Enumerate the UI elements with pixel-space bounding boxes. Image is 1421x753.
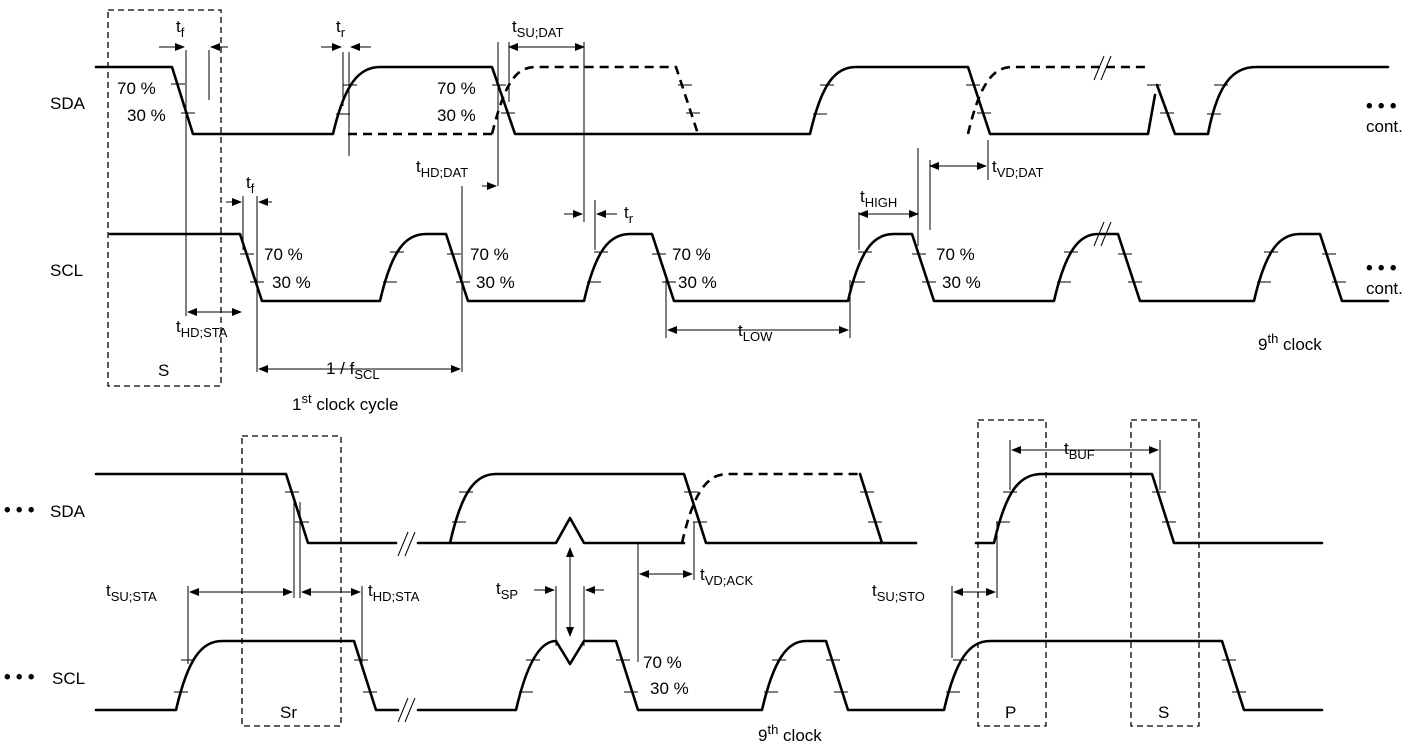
scl-bottom-break-mark (397, 697, 416, 723)
level-ticks-top (171, 83, 1346, 283)
sda-70-label-1: 70 % (117, 79, 156, 98)
start-condition-box-2 (1130, 419, 1200, 727)
scl-30-label-2: 30 % (476, 273, 515, 292)
sda-30-label-1: 30 % (127, 106, 166, 125)
reference-lines-top (185, 42, 989, 372)
reference-lines-bottom (187, 440, 1161, 664)
scl-bottom-waveform (94, 639, 1324, 712)
sda-top-dashed-high-1 (490, 65, 700, 135)
tr-label-1: tr (336, 17, 346, 40)
start-label-2: S (1158, 703, 1169, 722)
tsp-label: tSP (496, 579, 518, 602)
fscl-label: 1 / fSCL (326, 359, 380, 382)
scl-70-label-1: 70 % (264, 245, 303, 264)
tf-label-1: tf (176, 17, 185, 40)
scl-70-label-2: 70 % (470, 245, 509, 264)
scl-top-break-mark (1093, 221, 1112, 247)
tvd-ack-label: tVD;ACK (700, 565, 753, 588)
sda-cont-label: cont. (1366, 117, 1403, 136)
sda-bottom-low-segment (448, 516, 686, 545)
sda-top-dashed-high-2 (966, 65, 1148, 135)
tsu-sto-label: tSU;STO (872, 581, 925, 604)
sda-label-bottom: SDA (50, 502, 86, 521)
scl-top-waveform (108, 232, 1390, 303)
scl-70-label-4: 70 % (936, 245, 975, 264)
sda-top-break-mark (1093, 55, 1112, 81)
thd-sta-label-2: tHD;STA (368, 581, 420, 604)
sda-label-top: SDA (50, 94, 86, 113)
sda-70-label-2: 70 % (437, 79, 476, 98)
scl-30-label-1: 30 % (272, 273, 311, 292)
scl-30-label-3: 30 % (678, 273, 717, 292)
scl-70-label-bottom: 70 % (643, 653, 682, 672)
tsu-sta-label: tSU;STA (106, 581, 157, 604)
tf-label-2: tf (246, 173, 255, 196)
sda-bottom-dashed-high (680, 472, 860, 544)
tr-label-2: tr (624, 203, 634, 226)
sda-bottom-waveform (94, 472, 1324, 545)
tvd-dat-label: tVD;DAT (992, 157, 1043, 180)
tbuf-label: tBUF (1064, 439, 1095, 462)
sda-bottom-break-mark (397, 531, 416, 557)
sda-30-label-2: 30 % (437, 106, 476, 125)
start-condition-box (107, 9, 222, 387)
first-clock-caption: 1st clock cycle (292, 391, 399, 414)
repeated-start-box (241, 435, 342, 727)
scl-cont-dots: • • • (1366, 258, 1397, 279)
sda-dots-bottom: • • • (4, 500, 35, 521)
stop-condition-box (977, 419, 1047, 727)
scl-dots-bottom: • • • (4, 667, 35, 688)
ninth-clock-caption-top: 9th clock (1258, 331, 1322, 354)
scl-30-label-4: 30 % (942, 273, 981, 292)
scl-label-bottom: SCL (52, 669, 85, 688)
scl-label-top: SCL (50, 261, 83, 280)
scl-cont-label: cont. (1366, 279, 1403, 298)
stop-label: P (1005, 703, 1016, 722)
ninth-clock-caption-bottom: 9th clock (758, 722, 822, 745)
scl-30-label-bottom: 30 % (650, 679, 689, 698)
sda-bottom-dashed-fall (858, 472, 884, 545)
thd-dat-label: tHD;DAT (416, 157, 468, 180)
thd-sta-label-1: tHD;STA (176, 317, 228, 340)
tlow-label: tLOW (738, 321, 773, 344)
thigh-label: tHIGH (860, 187, 897, 210)
sda-top-waveform (94, 65, 1390, 136)
sda-cont-dots: • • • (1366, 96, 1397, 117)
start-label: S (158, 361, 169, 380)
timing-arrows-top (159, 43, 987, 373)
scl-70-label-3: 70 % (672, 245, 711, 264)
repeated-start-label: Sr (280, 703, 297, 722)
tsu-dat-label: tSU;DAT (512, 17, 563, 40)
timing-arrows-bottom (189, 446, 1159, 637)
